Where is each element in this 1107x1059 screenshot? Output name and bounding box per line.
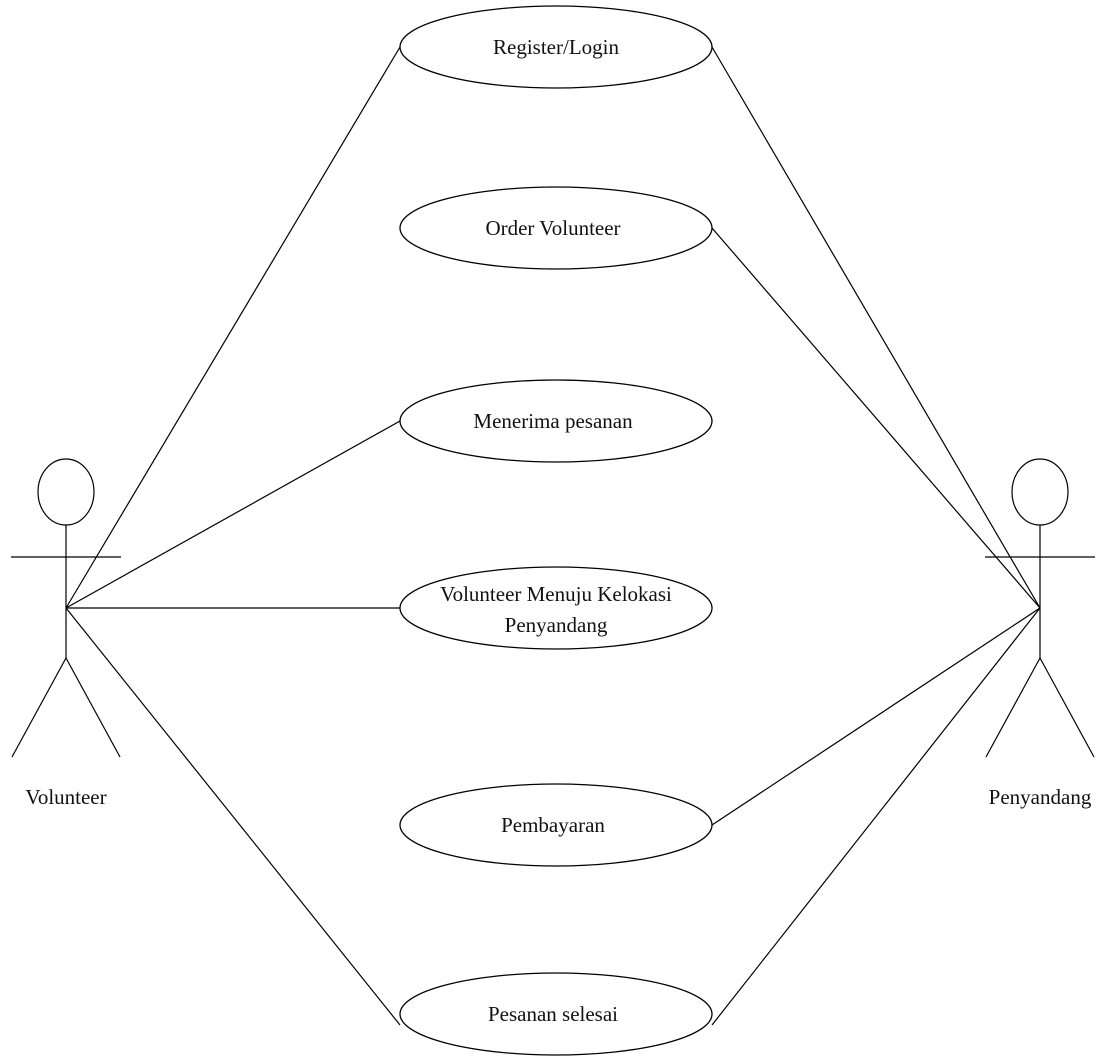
use-case-pembayaran[interactable]: Pembayaran (399, 783, 713, 867)
stick-figure-icon (985, 458, 1095, 758)
use-case-label: Order Volunteer (485, 216, 620, 240)
use-case-label: Pembayaran (501, 813, 605, 837)
actor-penyandang[interactable]: Penyandang (985, 458, 1095, 809)
use-case-menerima-pesanan[interactable]: Menerima pesanan (399, 379, 713, 463)
use-case-label-line-1: Volunteer Menuju Kelokasi (440, 582, 672, 606)
association-penyandang-order-volunteer (711, 227, 1041, 609)
use-case-register-login[interactable]: Register/Login (399, 5, 713, 89)
association-penyandang-register-login (711, 46, 1041, 609)
association-volunteer-menerima-pesanan (65, 420, 401, 609)
association-volunteer-register-login (65, 46, 401, 609)
association-penyandang-pesanan-selesai (711, 607, 1041, 1026)
actor-label-penyandang: Penyandang (989, 785, 1092, 809)
association-volunteer-pesanan-selesai (65, 607, 401, 1026)
use-case-label: Pesanan selesai (488, 1002, 618, 1026)
association-penyandang-pembayaran (711, 607, 1041, 826)
use-case-label: Register/Login (493, 35, 619, 59)
actor-volunteer[interactable]: Volunteer (11, 458, 121, 809)
use-case-order-volunteer[interactable]: Order Volunteer (399, 186, 713, 270)
use-case-volunteer-menuju-kelokasi[interactable]: Volunteer Menuju Kelokasi Penyandang (399, 566, 713, 650)
use-case-pesanan-selesai[interactable]: Pesanan selesai (399, 972, 713, 1056)
use-case-label-line-2: Penyandang (505, 613, 608, 637)
stick-figure-icon (11, 458, 121, 758)
use-case-label: Menerima pesanan (473, 409, 633, 433)
associations (65, 46, 1041, 1026)
actor-label-volunteer: Volunteer (25, 785, 106, 809)
